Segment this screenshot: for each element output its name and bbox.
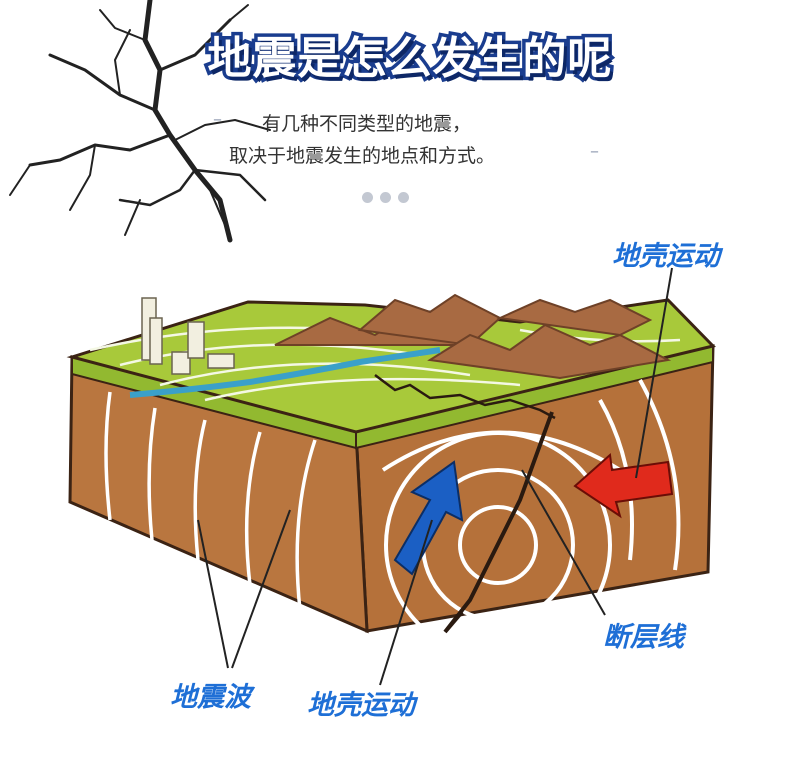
pagination-dots xyxy=(362,188,416,207)
dash-decoration: – xyxy=(590,141,599,162)
label-fault-line: 断层线 xyxy=(603,615,684,654)
dot xyxy=(398,192,409,203)
subtitle-line-1: 有几种不同类型的地震， xyxy=(262,109,471,136)
dash-decoration: – xyxy=(213,109,222,130)
page-title: 地震是怎么发生的呢 xyxy=(150,22,670,86)
label-crust-motion-bottom: 地壳运动 xyxy=(307,683,415,722)
label-seismic-waves: 地震波 xyxy=(170,675,251,714)
dot xyxy=(362,192,373,203)
dot xyxy=(380,192,391,203)
label-crust-motion-top: 地壳运动 xyxy=(612,234,720,273)
subtitle-line-2: 取决于地震发生的地点和方式。 xyxy=(229,141,495,168)
